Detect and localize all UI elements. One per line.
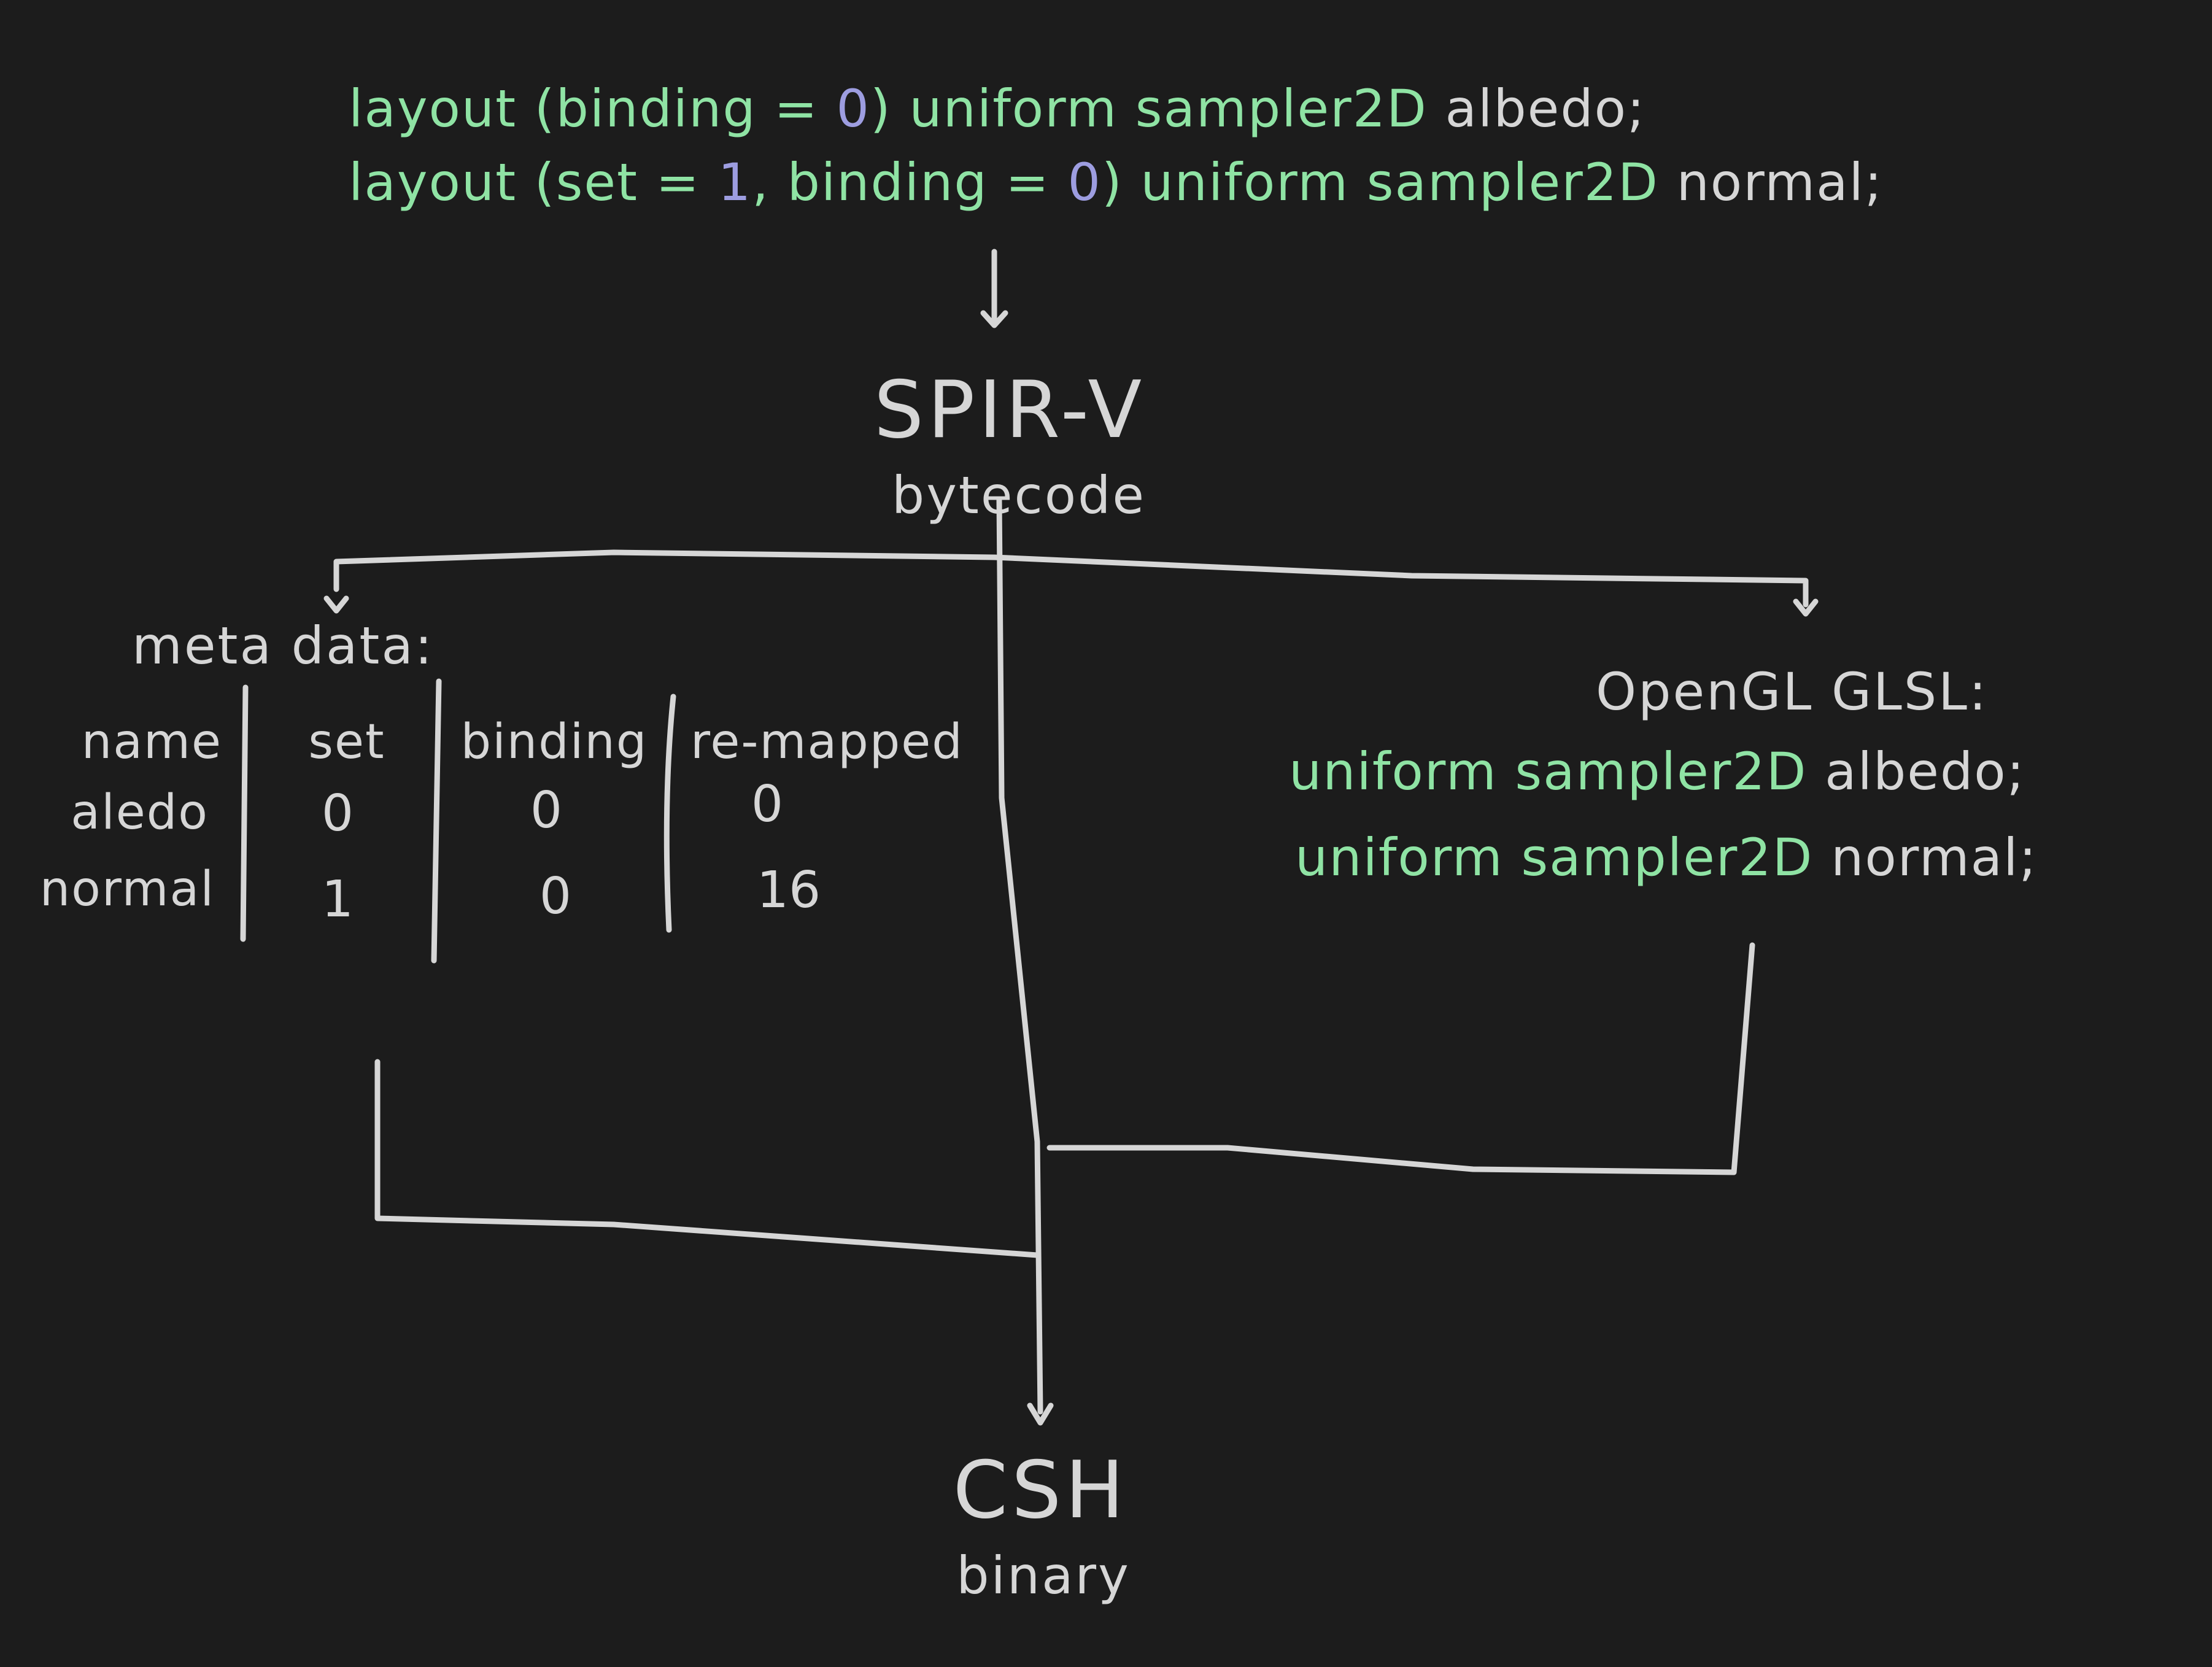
source-line1-type: ) uniform sampler2D [870, 79, 1445, 139]
source-line1-binding-value: 0 [836, 79, 870, 139]
opengl-line2-type: uniform sampler2D [1295, 827, 1831, 888]
opengl-title: OpenGL GLSL: [1596, 662, 1989, 722]
table-row-albedo-remapped: 0 [751, 775, 784, 834]
opengl-line-normal: uniform sampler2D normal; [1295, 832, 2038, 883]
csh-title: CSH [953, 1445, 1128, 1536]
opengl-line2-name: normal; [1831, 827, 2038, 888]
opengl-line1-type: uniform sampler2D [1289, 741, 1825, 802]
source-line-albedo: layout (binding = 0) uniform sampler2D a… [349, 83, 1645, 134]
source-line2-type: ) uniform sampler2D [1101, 152, 1677, 212]
source-line2-set-value: 1 [717, 152, 752, 212]
metadata-branch [374, 1059, 1040, 1258]
table-row-normal-name: normal [39, 862, 215, 917]
split-line-right [991, 554, 1809, 608]
arrowhead-source-to-spirv [980, 310, 1008, 328]
table-divider-3 [663, 694, 676, 933]
table-header-name: name [81, 714, 222, 770]
table-divider-2 [431, 678, 442, 964]
table-header-binding: binding [460, 714, 648, 770]
table-header-set: set [308, 714, 385, 770]
source-line2-binding: , binding = [752, 152, 1068, 212]
arrowhead-opengl [1793, 598, 1819, 617]
table-row-normal-set: 1 [321, 870, 354, 929]
spirv-subtitle: bytecode [891, 465, 1147, 525]
table-row-normal-binding: 0 [539, 867, 572, 926]
opengl-branch [1046, 942, 1755, 1175]
source-line2-binding-value: 0 [1067, 152, 1102, 212]
source-line1-name: albedo; [1445, 79, 1646, 139]
source-line1-prefix: layout (binding = [349, 79, 837, 139]
source-line-normal: layout (set = 1, binding = 0) uniform sa… [349, 157, 1883, 208]
source-line2-prefix: layout (set = [349, 152, 718, 212]
table-row-albedo-set: 0 [321, 784, 354, 843]
arrowhead-metadata [323, 595, 349, 614]
table-row-albedo-binding: 0 [530, 781, 563, 840]
table-header-remapped: re-mapped [690, 714, 964, 770]
table-row-normal-remapped: 16 [756, 861, 821, 919]
split-line-left [333, 549, 997, 592]
metadata-title: meta data: [132, 616, 435, 676]
table-row-albedo-name: aledo [71, 785, 209, 840]
opengl-line1-name: albedo; [1825, 741, 2025, 802]
arrowhead-csh [1027, 1402, 1054, 1426]
trunk-line [996, 497, 1043, 1415]
opengl-line-albedo: uniform sampler2D albedo; [1289, 746, 2025, 797]
source-line2-name: normal; [1676, 152, 1884, 212]
csh-subtitle: binary [956, 1545, 1131, 1606]
table-divider-1 [240, 684, 249, 942]
spirv-title: SPIR-V [873, 365, 1146, 456]
